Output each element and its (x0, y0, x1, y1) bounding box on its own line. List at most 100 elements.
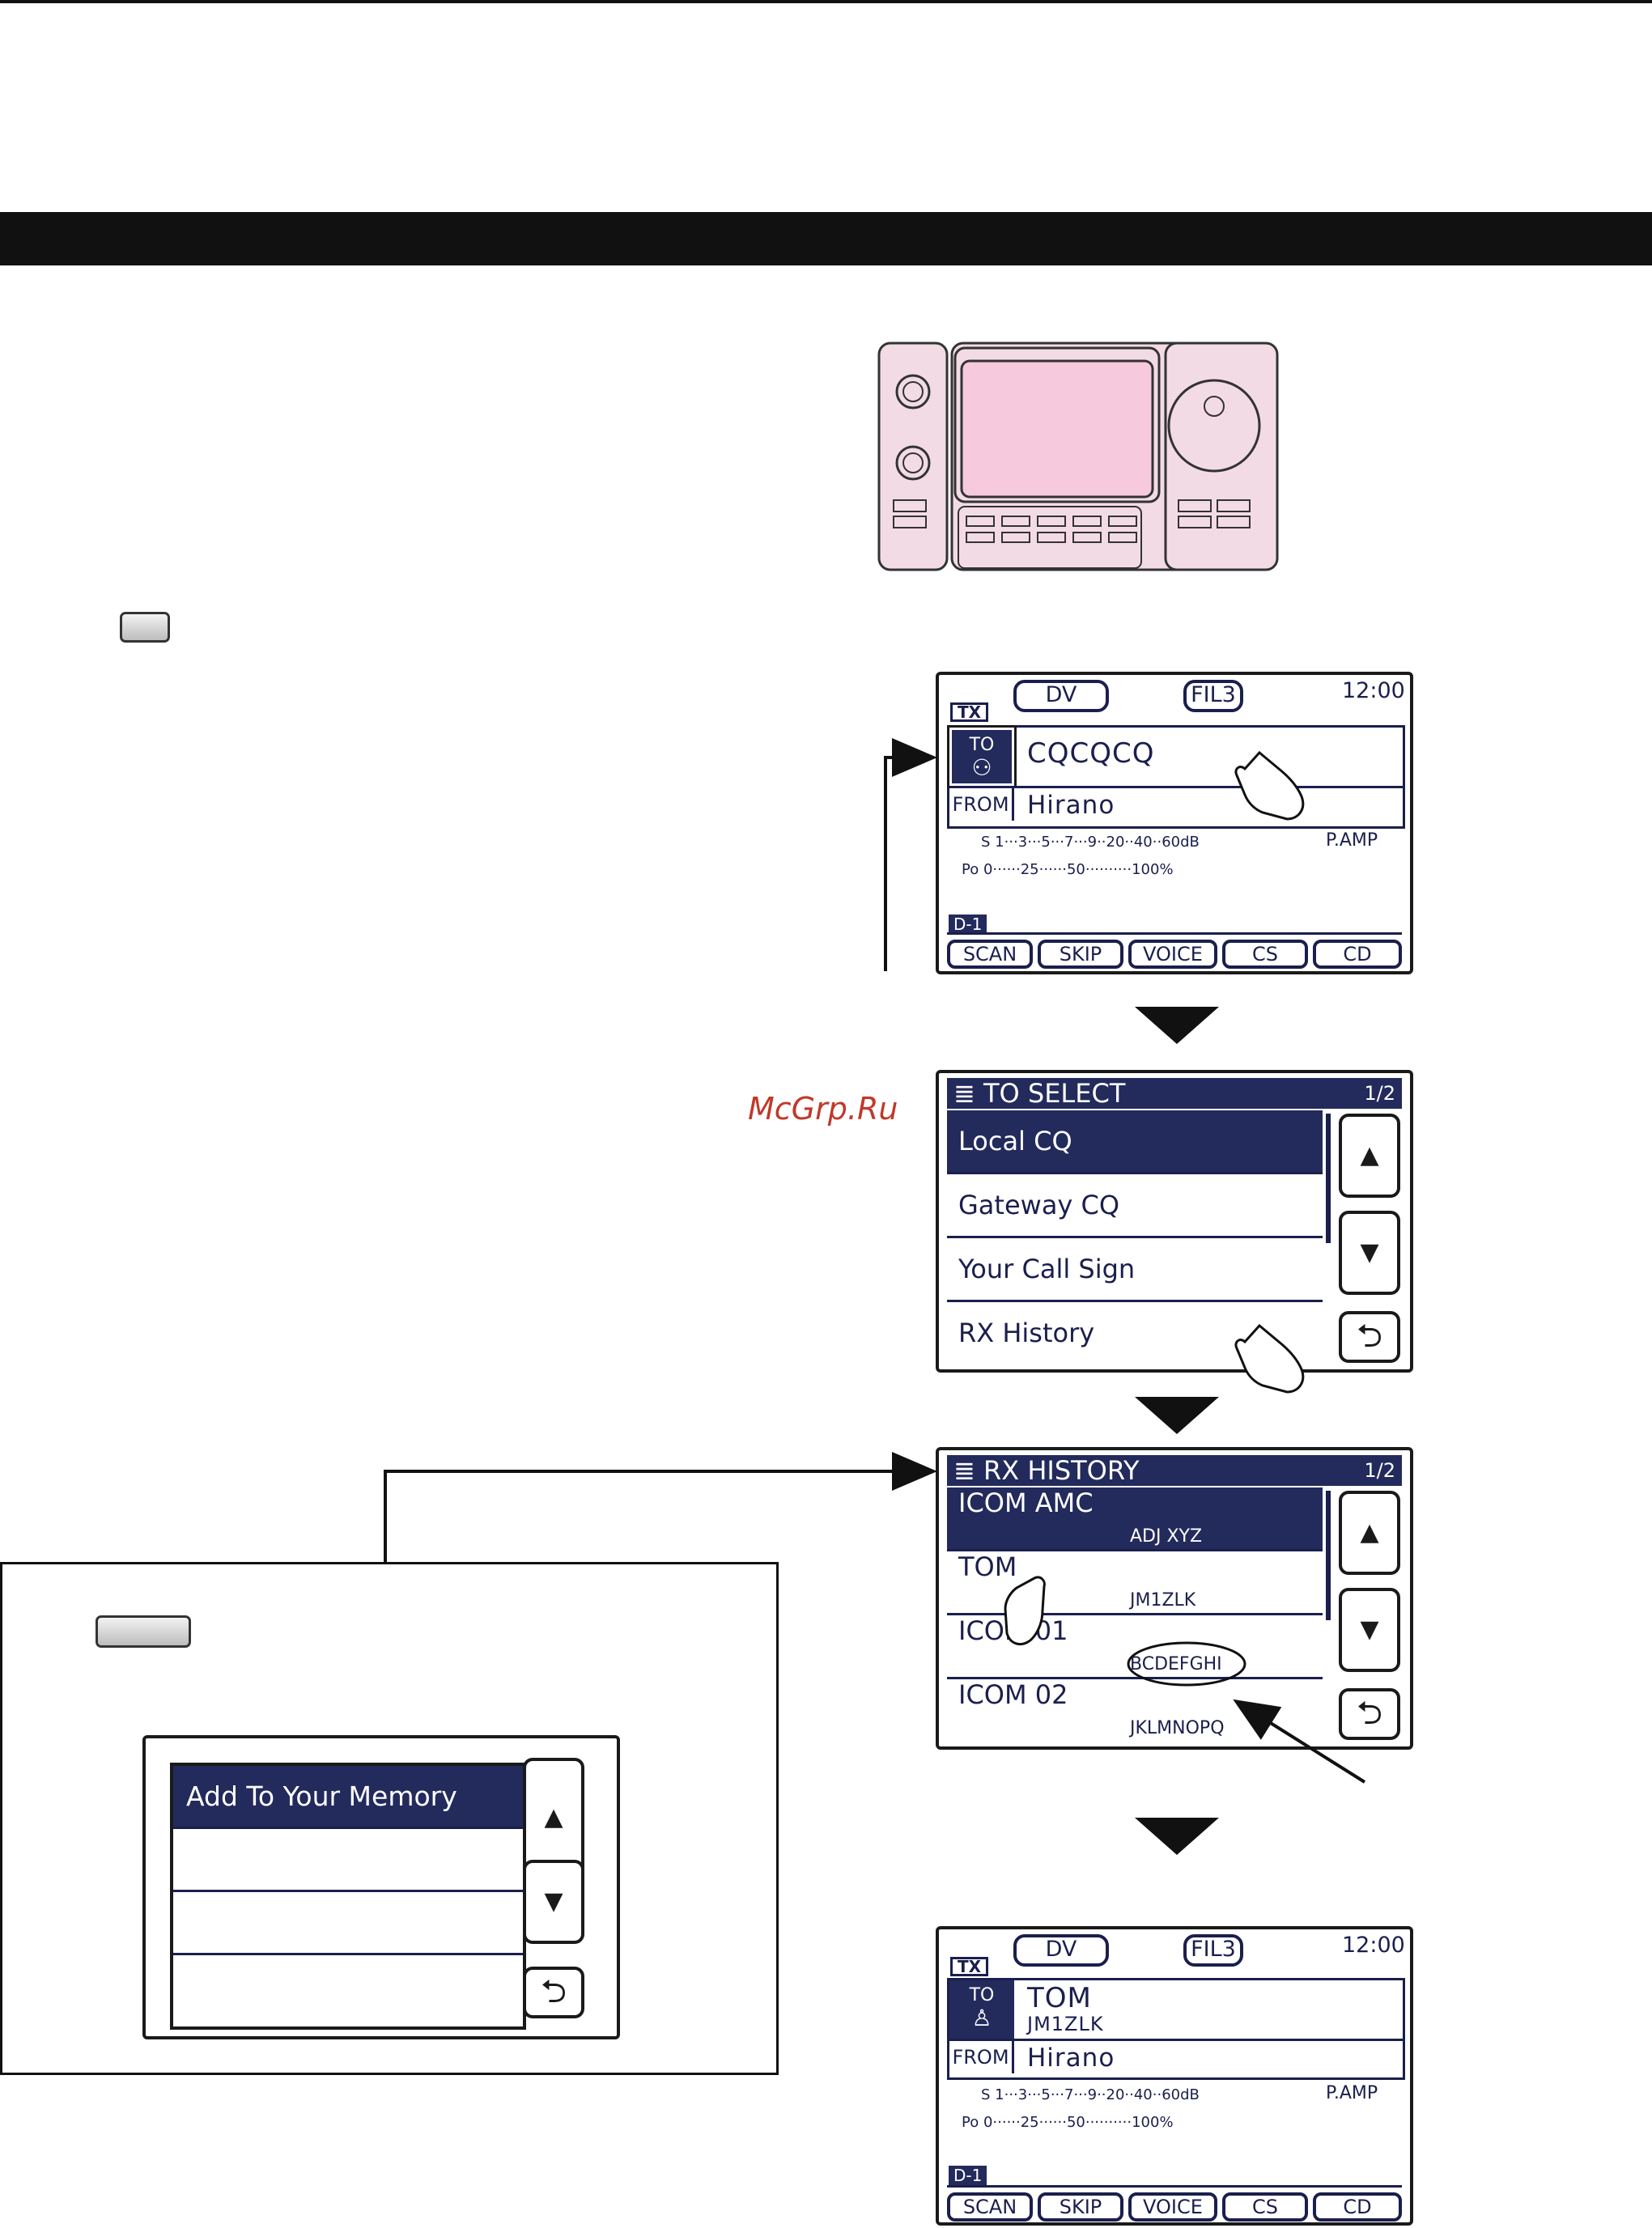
return-button[interactable]: ⮌ (1339, 1688, 1400, 1740)
softkey-voice[interactable]: VOICE (1128, 2192, 1217, 2222)
scrollbar[interactable] (1326, 1114, 1331, 1243)
scroll-down-button[interactable]: ▼ (1339, 1211, 1400, 1295)
screen-main-cqcqcq: TX DV FIL3 12:00 TO ⚇ CQCQCQ FROM Hirano… (936, 672, 1413, 974)
to-name[interactable]: TOM (1027, 1982, 1092, 2014)
softkey-skip[interactable]: SKIP (1038, 2192, 1123, 2222)
list-item[interactable]: RX History (958, 1318, 1095, 1348)
s-meter-scale: S 1···3···5···7···9··20··40··60dB (981, 834, 1200, 851)
popup-list-frame: Add To Your Memory (170, 1763, 526, 2030)
softkey-cd[interactable]: CD (1313, 2192, 1402, 2222)
item-call: BCDEFGHI (1130, 1654, 1222, 1674)
menu-icon: ≣ (953, 1078, 975, 1109)
list-item[interactable]: Gateway CQ (947, 1174, 1323, 1238)
pamp-indicator: P.AMP (1326, 2083, 1378, 2103)
filter-fil3[interactable]: FIL3 (1183, 680, 1243, 712)
softkey-scan[interactable]: SCAN (947, 2192, 1033, 2222)
transceiver-illustration (877, 342, 1279, 571)
softkey-cs[interactable]: CS (1222, 940, 1308, 969)
to-call: JM1ZLK (1027, 2013, 1104, 2035)
scroll-down-button[interactable]: ▼ (1339, 1588, 1400, 1672)
item-name: ICOM AMC (958, 1487, 1094, 1518)
scroll-down-button[interactable]: ▼ (523, 1860, 584, 1944)
touch-hand-icon (1234, 1323, 1305, 1394)
softkey-bar: SCAN SKIP VOICE CS CD (947, 932, 1402, 969)
to-label: TO (969, 1985, 995, 2005)
softkey-skip[interactable]: SKIP (1038, 940, 1123, 969)
top-rule (0, 0, 1652, 3)
return-button[interactable]: ⮌ (523, 1967, 584, 2018)
callout-to-button (884, 738, 937, 971)
s-meter-scale: S 1···3···5···7···9··20··40··60dB (981, 2086, 1200, 2103)
list-item[interactable]: Your Call Sign (947, 1238, 1323, 1302)
menu-key-icon (120, 612, 170, 643)
d1-tag: D-1 (949, 915, 987, 934)
quick-key-icon (96, 1615, 191, 1648)
filter-fil3[interactable]: FIL3 (1183, 1934, 1243, 1967)
popup-screen: Add To Your Memory ▲ ▼ ⮌ (142, 1735, 620, 2039)
softkey-scan[interactable]: SCAN (947, 940, 1033, 969)
step-arrow-2 (1135, 1397, 1219, 1434)
softkey-voice[interactable]: VOICE (1128, 940, 1217, 969)
menu-icon: ≣ (953, 1455, 975, 1486)
page-indicator: 1/2 (1364, 1082, 1395, 1105)
softkey-cd[interactable]: CD (1313, 940, 1402, 969)
step-arrow-3 (1135, 1818, 1219, 1855)
callout-rx-history (384, 1452, 937, 1562)
tx-indicator: TX (950, 1957, 989, 1976)
to-button[interactable]: TO ⚇ (947, 725, 1017, 788)
softkey-cs[interactable]: CS (1222, 2192, 1308, 2222)
mode-dv[interactable]: DV (1013, 1934, 1109, 1967)
callout-callsign (1233, 1699, 1366, 1784)
list-item[interactable]: ICOM 02 JKLMNOPQ (947, 1679, 1323, 1743)
list-title-bar: ≣ TO SELECT 1/2 (947, 1078, 1402, 1109)
step-arrow-1 (1135, 1007, 1219, 1044)
from-label: FROM (949, 2041, 1014, 2073)
touch-hand-icon (1234, 750, 1305, 821)
from-value: Hirano (1027, 791, 1115, 820)
screen-to-select: ≣ TO SELECT 1/2 Local CQ Gateway CQ Your… (936, 1070, 1413, 1373)
page-indicator: 1/2 (1364, 1459, 1395, 1482)
screen-main-tom: TX DV FIL3 12:00 TO ♙ TOM JM1ZLK FROM Hi… (936, 1926, 1413, 2226)
tx-indicator: TX (950, 702, 989, 722)
item-call: ADJ XYZ (1130, 1526, 1203, 1547)
to-from-panel: TO ⚇ CQCQCQ FROM Hirano (947, 725, 1405, 829)
item-name: ICOM 02 (958, 1679, 1068, 1710)
to-from-panel: TO ♙ TOM JM1ZLK FROM Hirano (947, 1978, 1405, 2080)
list-title-bar: ≣ RX HISTORY 1/2 (947, 1455, 1402, 1486)
item-name: TOM (958, 1551, 1017, 1582)
section-header-band (0, 212, 1652, 265)
divider (949, 2039, 1403, 2041)
to-label: TO (969, 735, 995, 755)
po-meter-scale: Po 0······25······50··········100% (962, 2114, 1174, 2131)
popup-item-add-memory[interactable]: Add To Your Memory (173, 1766, 523, 1829)
scroll-up-button[interactable]: ▲ (1339, 1114, 1400, 1198)
to-value[interactable]: CQCQCQ (1027, 737, 1155, 770)
d1-tag: D-1 (949, 2166, 987, 2185)
from-value: Hirano (1027, 2043, 1115, 2073)
scroll-up-button[interactable]: ▲ (1339, 1491, 1400, 1575)
mode-dv[interactable]: DV (1013, 680, 1109, 712)
list-title: RX HISTORY (983, 1455, 1140, 1486)
item-call: JKLMNOPQ (1130, 1718, 1225, 1738)
touch-hand-icon (1004, 1576, 1046, 1646)
popup-item[interactable] (173, 1892, 523, 1955)
clock: 12:00 (1342, 1933, 1405, 1958)
clock: 12:00 (1342, 678, 1405, 703)
scrollbar[interactable] (1326, 1491, 1331, 1620)
person-icon: ♙ (971, 2005, 992, 2031)
pamp-indicator: P.AMP (1326, 830, 1378, 851)
list-item[interactable]: TOM JM1ZLK (947, 1551, 1323, 1615)
callsign-highlight (1127, 1641, 1246, 1687)
softkey-bar: SCAN SKIP VOICE CS CD (947, 2185, 1402, 2222)
watermark: McGrp.Ru (748, 1091, 898, 1127)
list-item[interactable]: ICOM AMC ADJ XYZ (947, 1487, 1323, 1551)
list-title: TO SELECT (983, 1078, 1126, 1109)
from-label: FROM (949, 788, 1014, 821)
to-button[interactable]: TO ♙ (949, 1980, 1014, 2039)
divider (949, 786, 1403, 788)
item-call: JM1ZLK (1130, 1590, 1196, 1611)
popup-item[interactable] (173, 1829, 523, 1892)
return-button[interactable]: ⮌ (1339, 1311, 1400, 1363)
group-icon: ⚇ (971, 754, 992, 781)
list-item[interactable]: Local CQ (947, 1110, 1323, 1174)
